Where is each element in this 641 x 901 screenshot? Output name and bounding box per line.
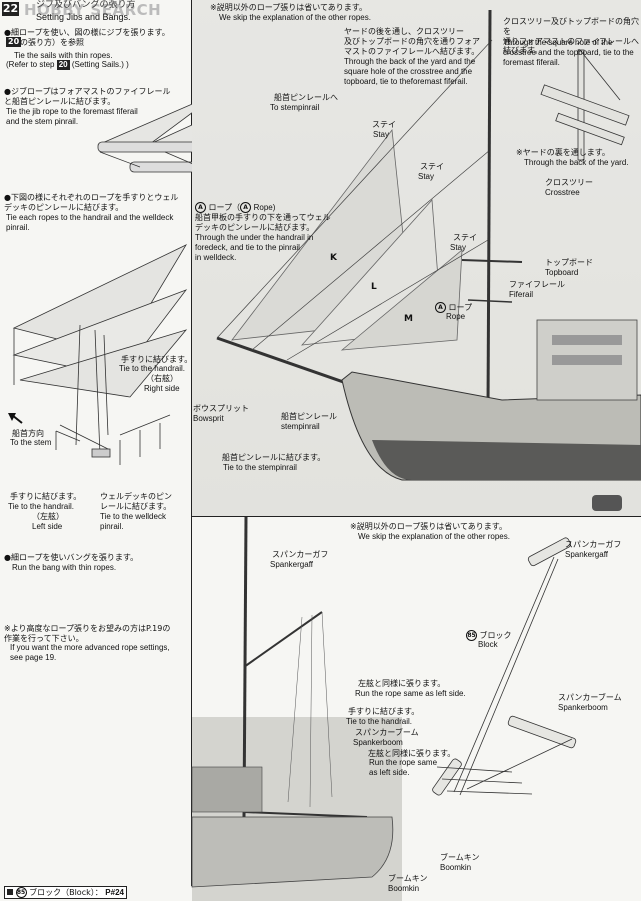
advanced-note-jp: ※より高度なロープ張りをお望みの方はP.19の 作業を行って下さい。 bbox=[4, 624, 171, 643]
to-stempinrail-jp: 船首ピンレールへ bbox=[274, 93, 338, 102]
welldeck-pinrail-jp: ウェルデッキのピン レールに結びます。 bbox=[100, 492, 172, 511]
right-side-jp: （右舷） bbox=[146, 374, 178, 383]
advanced-note-en: If you want the more advanced rope setti… bbox=[10, 643, 170, 662]
crosstree-label-en: Crosstree bbox=[545, 188, 580, 197]
stay-label-2-en: Stay bbox=[418, 172, 435, 181]
stay-label-1-en: Stay bbox=[373, 130, 390, 139]
bowsprit-label-jp: ボウスプリット bbox=[193, 404, 249, 413]
crosstree-route-en: Through the square hole of the crosstree… bbox=[503, 38, 634, 67]
spankerboom-label-jp: スパンカーブーム bbox=[355, 728, 419, 737]
spankerboom-label-en: Spankerboom bbox=[353, 738, 403, 747]
tie-handrail-right-en: Tie to the handrail. bbox=[119, 364, 185, 373]
intro-jp: ●細ロープを使い、図の様にジブを張ります。 （帆の張り方）を参照 bbox=[4, 28, 170, 47]
skip-note-jp: ※説明以外のロープ張りは省いてあります。 bbox=[210, 3, 367, 12]
welldeck-pinrail-en: Tie to the welldeck pinrail. bbox=[100, 512, 166, 531]
topboard-label-en: Topboard bbox=[545, 268, 579, 277]
intro-ref-badge: 20 bbox=[6, 37, 22, 47]
bang-instruction-en: Run the bang with thin ropes. bbox=[12, 563, 117, 572]
block-label: 85 ブロック bbox=[466, 630, 512, 641]
sail-label-l: L bbox=[371, 282, 377, 292]
stem-pinrail-label-en: stempinrail bbox=[281, 422, 320, 431]
same-as-left-2-jp: 左舷と同様に張ります。 bbox=[368, 749, 456, 758]
tie-handrail-left-en: Tie to the handrail. bbox=[8, 502, 74, 511]
tie-handrail-bottom-en: Tie to the handrail. bbox=[346, 717, 412, 726]
stern-spanker-illustration bbox=[191, 516, 641, 901]
same-as-left-1-jp: 左舷と同様に張ります。 bbox=[358, 679, 446, 688]
boomkin-diagram-label-en: Boomkin bbox=[440, 863, 472, 872]
tie-handrail-right-jp: 手すりに結びます。 bbox=[121, 355, 193, 364]
intro-en-ref: (Refer to step 20 (Setting Sails.) ) bbox=[6, 60, 129, 70]
stay-label-3-jp: ステイ bbox=[453, 233, 477, 242]
tie-stempinrail-en: Tie to the stempinrail bbox=[223, 463, 297, 472]
sail-label-m: M bbox=[404, 314, 413, 324]
parts-legend: 85 ブロック（Block）： P#24 bbox=[4, 886, 127, 899]
watermark: HOBBY SEARCH bbox=[24, 1, 162, 19]
jib-instruction-jp: ●ジブロープはフォアマストのファイフレール と船首ピンレールに結びます。 bbox=[4, 87, 171, 106]
tie-stempinrail-jp: 船首ピンレールに結びます。 bbox=[222, 453, 326, 462]
boomkin-label-en: Boomkin bbox=[388, 884, 420, 893]
left-side-en: Left side bbox=[32, 522, 63, 531]
bang-instruction-jp: ●細ロープを使いバングを張ります。 bbox=[4, 553, 139, 562]
boomkin-label-jp: ブームキン bbox=[388, 874, 428, 883]
yard-route-en: Through the back of the yard and the squ… bbox=[344, 57, 476, 86]
spankerboom-diagram-label-en: Spankerboom bbox=[558, 703, 608, 712]
topboard-label-jp: トップボード bbox=[545, 258, 593, 267]
skip-note-bottom-en: We skip the explanation of the other rop… bbox=[358, 532, 510, 541]
tie-handrail-bottom-jp: 手すりに結びます。 bbox=[348, 707, 420, 716]
jib-instruction-en: Tie the jib rope to the foremast fiferai… bbox=[6, 107, 138, 126]
rope-a-label-en: Rope bbox=[446, 312, 466, 321]
bow-sailing-illustration bbox=[192, 0, 641, 516]
spankergaff-diagram-label-jp: スパンカーガフ bbox=[565, 540, 622, 549]
horizontal-divider bbox=[191, 516, 641, 517]
skip-note-bottom-jp: ※説明以外のロープ張りは省いてあります。 bbox=[350, 522, 507, 531]
crosstree-route-jp: クロスツリー及びトップボードの角穴を 通りフォアマストのファイフレールへ結びます… bbox=[503, 17, 639, 56]
stay-label-3-en: Stay bbox=[450, 243, 467, 252]
spankergaff-label-en: Spankergaff bbox=[270, 560, 313, 569]
handrail-instruction-jp: ●下図の様にそれぞれのロープを手すりとウェル デッキのピンレールに結びます。 bbox=[4, 193, 179, 212]
yard-route-jp: ヤードの後を通し、クロスツリー 及びトップボードの角穴を通りフォア マストのファ… bbox=[344, 27, 480, 56]
step-title: ジブ及びバングの張り方 bbox=[36, 0, 136, 10]
step-number-badge: 22 bbox=[2, 2, 19, 16]
step-title-en: Setting Jibs and Bangs. bbox=[36, 12, 131, 22]
stem-pinrail-label-jp: 船首ピンレール bbox=[281, 412, 337, 421]
yard-back-jp: ※ヤードの裏を通します。 bbox=[516, 148, 610, 157]
vertical-divider bbox=[191, 0, 192, 886]
yard-detail-inset bbox=[540, 49, 630, 161]
rope-a-desc-jp: 船首甲板の手すりの下を通ってウェル デッキのピンレールに結びます。 bbox=[195, 213, 331, 232]
handrail-sails-diagram bbox=[8, 244, 188, 465]
crosstree-label-jp: クロスツリー bbox=[545, 178, 593, 187]
rope-a-heading: A ロープ（A Rope) bbox=[195, 202, 275, 213]
to-stem-en: To the stem bbox=[10, 438, 52, 447]
jib-sails-diagram bbox=[97, 91, 271, 173]
skip-note-en: We skip the explanation of the other rop… bbox=[219, 13, 371, 22]
spankergaff-diagram-label-en: Spankergaff bbox=[565, 550, 608, 559]
right-side-en: Right side bbox=[144, 384, 180, 393]
intro-en-1: Tie the sails with thin ropes. bbox=[14, 51, 113, 60]
spankergaff-label-jp: スパンカーガフ bbox=[272, 550, 329, 559]
fiferail-label-jp: ファイフレール bbox=[509, 280, 565, 289]
boomkin-diagram-label-jp: ブームキン bbox=[440, 853, 480, 862]
bowsprit-label-en: Bowsprit bbox=[193, 414, 224, 423]
fiferail-label-en: Fiferail bbox=[509, 290, 534, 299]
tie-handrail-left-jp: 手すりに結びます。 bbox=[10, 492, 82, 501]
rope-a-desc-en: Through the under the handrail in forede… bbox=[195, 233, 314, 262]
to-stempinrail-en: To stempinrail bbox=[270, 103, 320, 112]
stay-label-2-jp: ステイ bbox=[420, 162, 444, 171]
spankerboom-diagram-label-jp: スパンカーブーム bbox=[558, 693, 622, 702]
left-side-jp: （左舷） bbox=[32, 512, 64, 521]
yard-back-en: Through the back of the yard. bbox=[524, 158, 629, 167]
handrail-instruction-en: Tie each ropes to the handrail and the w… bbox=[6, 213, 174, 232]
block-label-en: Block bbox=[478, 640, 498, 649]
same-as-left-2-en: Run the rope same as left side. bbox=[369, 758, 438, 777]
stay-label-1-jp: ステイ bbox=[372, 120, 396, 129]
sail-label-k: K bbox=[330, 253, 337, 263]
to-stem-jp: 船首方向 bbox=[12, 429, 44, 438]
same-as-left-1-en: Run the rope same as left side. bbox=[355, 689, 466, 698]
rope-a-label: A ロープ bbox=[435, 302, 472, 313]
